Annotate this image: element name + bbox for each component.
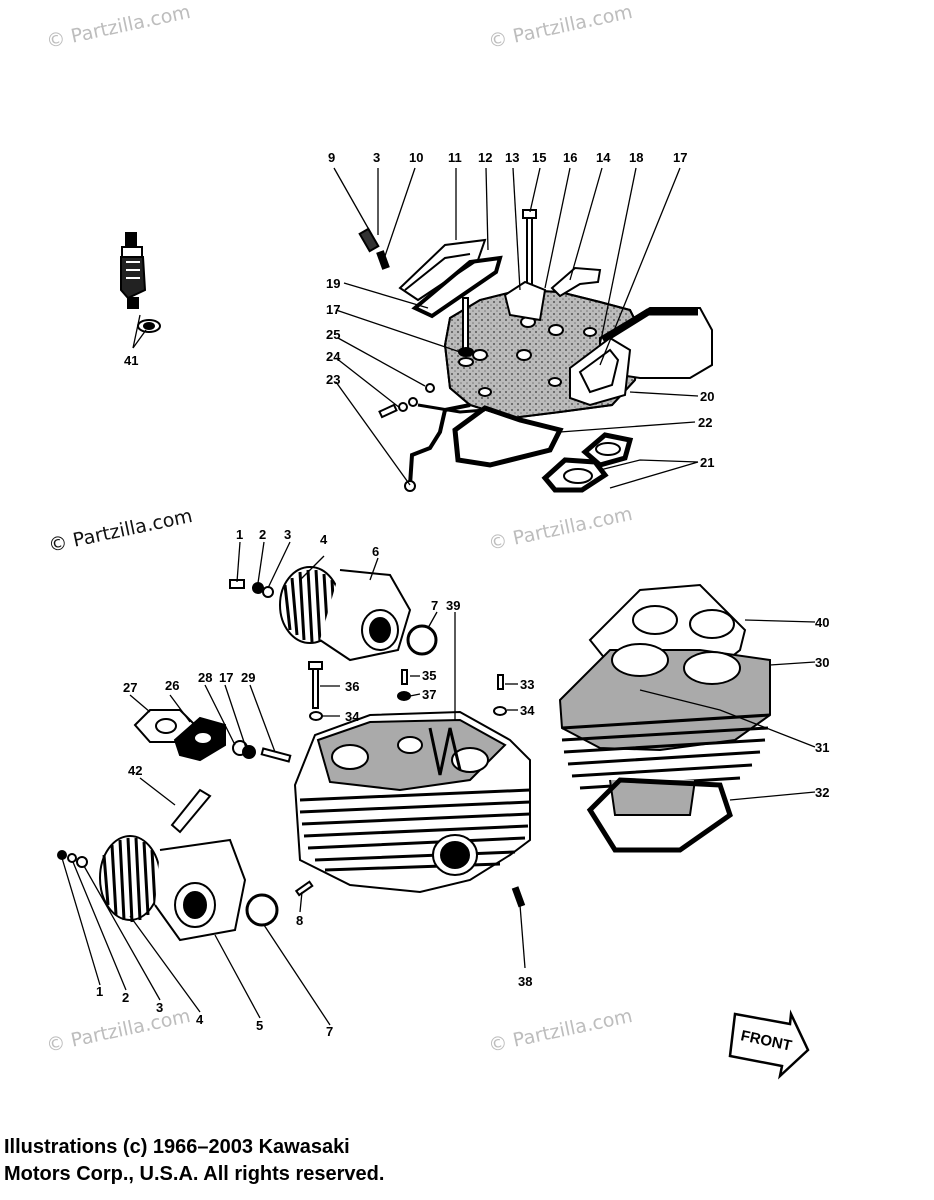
callout: 18	[629, 150, 643, 165]
callout: 24	[326, 349, 341, 364]
callout: 2	[122, 990, 129, 1005]
callout: 1	[96, 984, 103, 999]
callout: 34	[520, 703, 535, 718]
callout: 14	[596, 150, 611, 165]
callout: 31	[815, 740, 829, 755]
cylinder-block-drawing	[558, 583, 771, 853]
callout: 36	[345, 679, 359, 694]
callout: 3	[373, 150, 380, 165]
callout: 40	[815, 615, 829, 630]
air-cleaner-upper-drawing	[229, 566, 438, 662]
callout: 23	[326, 372, 340, 387]
callout: 4	[320, 532, 328, 547]
watermark: © Partzilla.com	[486, 1, 634, 53]
callout: 17	[326, 302, 340, 317]
callout: 7	[326, 1024, 333, 1039]
copyright-line-1: Illustrations (c) 1966–2003 Kawasaki	[4, 1136, 350, 1158]
callout: 3	[156, 1000, 163, 1015]
callout: 19	[326, 276, 340, 291]
callout: 41	[124, 353, 138, 368]
callout: 21	[700, 455, 714, 470]
callout-labels: 9 3 10 11 12 13 15 16 14 18 17 19 17 25 …	[96, 150, 829, 1039]
callout: 16	[563, 150, 577, 165]
callout: 11	[448, 150, 462, 165]
callout: 12	[478, 150, 492, 165]
callout: 4	[196, 1012, 204, 1027]
air-cleaner-lower-drawing	[57, 835, 526, 942]
callout: 34	[345, 709, 360, 724]
callout: 7	[431, 598, 438, 613]
callout: 30	[815, 655, 829, 670]
callout: 5	[256, 1018, 263, 1033]
callout: 25	[326, 327, 340, 342]
callout: 10	[409, 150, 423, 165]
callout: 6	[372, 544, 379, 559]
callout: 15	[532, 150, 546, 165]
watermark: © Partzilla.com	[44, 1, 192, 53]
watermark: © Partzilla.com	[486, 503, 634, 555]
callout: 39	[446, 598, 460, 613]
callout: 42	[128, 763, 142, 778]
callout: 29	[241, 670, 255, 685]
callout: 13	[505, 150, 519, 165]
callout: 37	[422, 687, 436, 702]
callout: 22	[698, 415, 712, 430]
watermark: © Partzilla.com	[44, 1005, 192, 1057]
callout: 38	[518, 974, 532, 989]
copyright-line-2: Motors Corp., U.S.A. All rights reserved…	[4, 1163, 385, 1185]
callout: 1	[236, 527, 243, 542]
callout: 28	[198, 670, 212, 685]
callout: 27	[123, 680, 137, 695]
leader-lines	[61, 167, 816, 1026]
intake-parts-drawing	[133, 709, 292, 834]
callout: 8	[296, 913, 303, 928]
cylinder-head-drawing	[293, 661, 531, 894]
callout: 2	[259, 527, 266, 542]
copyright-notice: Illustrations (c) 1966–2003 Kawasaki Mot…	[4, 1134, 384, 1188]
callout: 3	[284, 527, 291, 542]
callout: 32	[815, 785, 829, 800]
callout: 17	[673, 150, 687, 165]
callout: 9	[328, 150, 335, 165]
callout: 26	[165, 678, 179, 693]
watermark: © Partzilla.com	[486, 1005, 634, 1057]
callout: 33	[520, 677, 534, 692]
front-arrow: FRONT	[728, 1009, 810, 1080]
callout: 17	[219, 670, 233, 685]
spark-plug-drawing	[120, 232, 161, 333]
watermark: © Partzilla.com	[46, 505, 194, 557]
callout: 35	[422, 668, 436, 683]
head-cover-drawing	[358, 209, 713, 493]
callout: 20	[700, 389, 714, 404]
